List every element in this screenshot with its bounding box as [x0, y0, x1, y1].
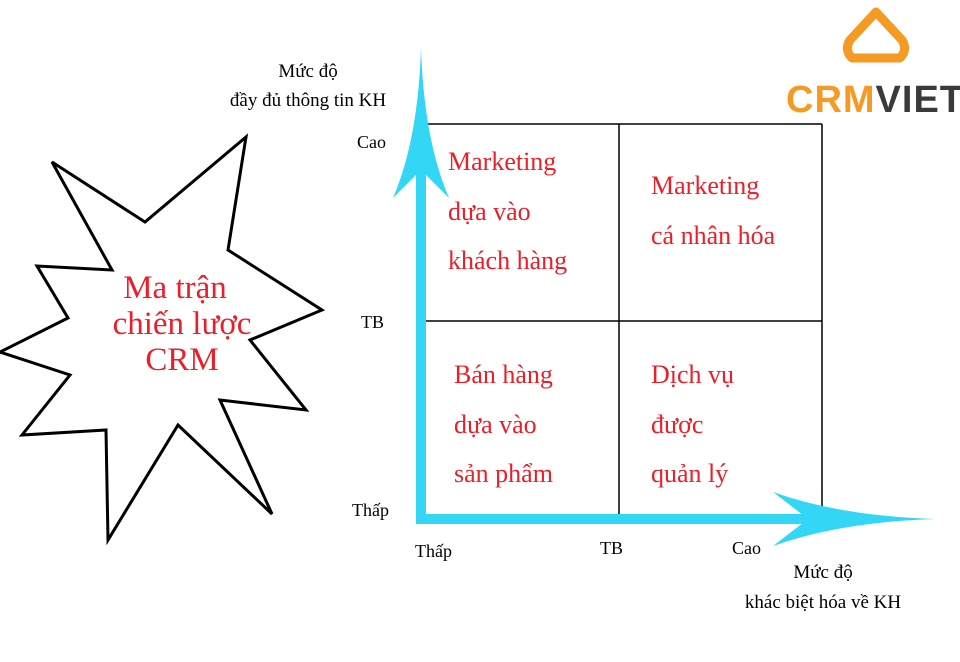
quadrant-bottom-left-line-3: sản phẩm [454, 459, 553, 488]
quadrant-bottom-right-line-2: được [651, 410, 703, 439]
axis-arrows [393, 48, 935, 546]
x-tick-high: Cao [732, 538, 761, 558]
y-tick-low: Thấp [352, 500, 389, 520]
y-axis-title-line-2: đầy đủ thông tin KH [230, 90, 386, 111]
quadrant-top-left-line-1: Marketing [448, 147, 556, 176]
x-tick-low: Thấp [415, 541, 452, 561]
svg-text:CRMVIET: CRMVIET [786, 79, 960, 121]
quadrant-bottom-right-line-3: quản lý [651, 459, 728, 488]
quadrant-top-left-line-3: khách hàng [448, 246, 567, 275]
y-axis-shaft [416, 170, 426, 524]
burst-title-line-3: CRM [145, 342, 218, 378]
quadrant-bottom-right-line-1: Dịch vụ [651, 360, 734, 389]
y-axis-title-line-1: Mức độ [278, 61, 337, 82]
burst-title-line-2: chiến lược [113, 306, 252, 342]
quadrant-top-right-line-2: cá nhân hóa [651, 221, 776, 250]
x-axis-arrowhead [773, 492, 935, 546]
starburst-shape [0, 133, 326, 546]
x-axis-title-line-2: khác biệt hóa về KH [745, 592, 901, 613]
x-axis-title-line-1: Mức độ [793, 562, 852, 583]
quadrant-bottom-left-line-1: Bán hàng [454, 360, 553, 389]
logo-house-icon [842, 7, 910, 63]
y-tick-high: Cao [357, 132, 386, 152]
x-axis-shaft [416, 514, 811, 524]
y-tick-mid: TB [361, 312, 384, 332]
quadrant-top-right-line-1: Marketing [651, 171, 759, 200]
quadrant-top-left-line-2: dựa vào [448, 197, 531, 226]
logo-viet-part: VIET [876, 79, 960, 121]
x-tick-mid: TB [600, 538, 623, 558]
crmviet-logo: CRMVIET [786, 7, 960, 121]
burst-title-line-1: Ma trận [123, 270, 227, 306]
quadrant-bottom-left-line-2: dựa vào [454, 410, 537, 439]
y-axis-arrowhead [393, 48, 449, 198]
matrix-grid [421, 123, 823, 518]
logo-crm-part: CRM [786, 79, 876, 121]
